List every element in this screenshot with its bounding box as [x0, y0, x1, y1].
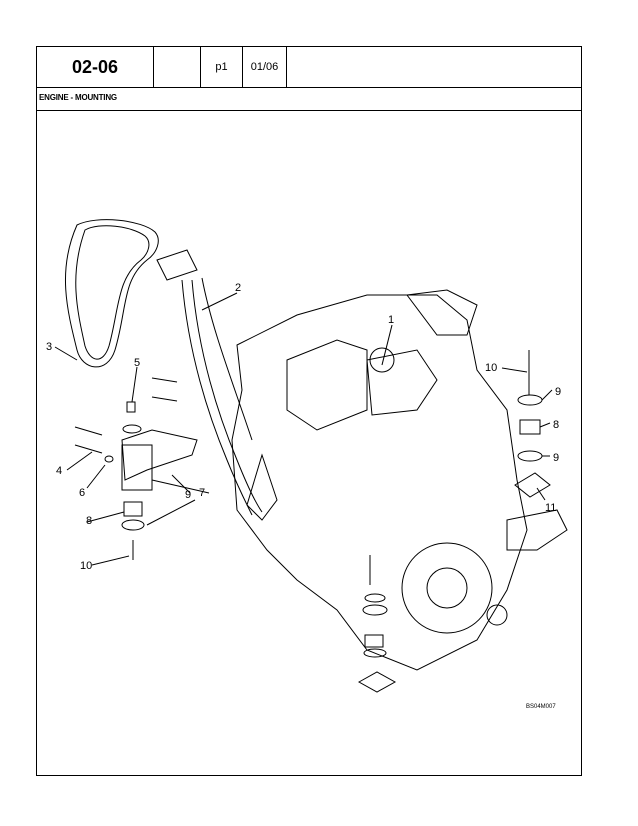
callout-9-right-top: 9 — [555, 386, 561, 398]
callout-4: 4 — [56, 465, 62, 477]
hose-bracket — [156, 249, 198, 281]
callout-6: 6 — [79, 487, 85, 499]
callout-8-right: 8 — [553, 419, 559, 431]
engine-mounting-drawing: 1 2 3 4 5 6 7 8 9 9 8 9 10 10 11 BS04M00… — [46, 219, 568, 710]
page-number: p1 — [201, 47, 243, 87]
callout-3: 3 — [46, 341, 52, 353]
callout-11: 11 — [545, 502, 556, 514]
callout-7: 7 — [199, 487, 205, 499]
callout-10-left: 10 — [80, 560, 92, 572]
callout-9-left: 9 — [185, 489, 191, 501]
section-number: 02-06 — [37, 47, 154, 87]
parts-sheet: 02-06 p1 01/06 ENGINE - MOUNTING — [36, 46, 582, 776]
left-mount-bracket — [121, 429, 198, 481]
callout-1: 1 — [388, 314, 394, 326]
page-title: ENGINE - MOUNTING — [39, 93, 117, 102]
callout-9-right-bottom: 9 — [553, 452, 559, 464]
header-row: 02-06 p1 01/06 — [37, 47, 581, 88]
belt-outline — [64, 219, 159, 368]
revision-date: 01/06 — [243, 47, 287, 87]
exploded-diagram: 1 2 3 4 5 6 7 8 9 9 8 9 10 10 11 BS04M00… — [37, 110, 581, 775]
callout-8-left: 8 — [86, 515, 92, 527]
engine-block — [231, 294, 528, 671]
callout-5: 5 — [134, 357, 140, 369]
title-row: ENGINE - MOUNTING — [37, 87, 581, 111]
callout-2: 2 — [235, 282, 241, 294]
figure-reference-code: BS04M007 — [526, 704, 556, 710]
header-blank-cell — [154, 47, 201, 87]
callout-10-right: 10 — [485, 362, 497, 374]
